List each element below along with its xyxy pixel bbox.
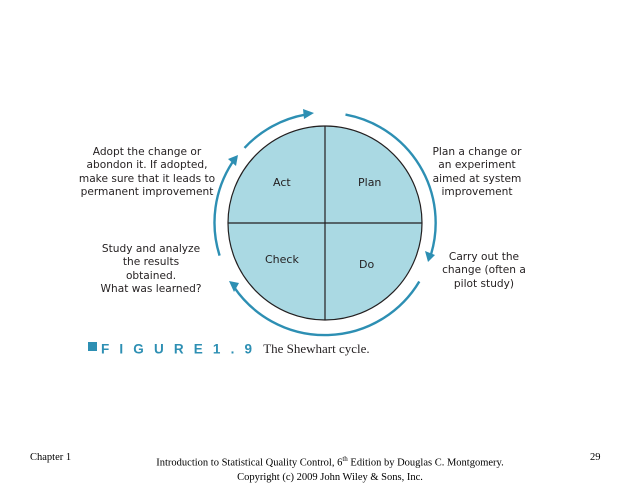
act-description: Adopt the change or abondon it. If adopt… <box>72 146 222 200</box>
quadrant-label-plan: Plan <box>358 176 381 189</box>
cycle-arrow-arc-left <box>213 161 234 256</box>
figure-title: The Shewhart cycle. <box>263 340 370 356</box>
footer-title-part: Edition by Douglas C. Montgomery. <box>347 457 504 469</box>
check-description-line: the results <box>122 256 180 269</box>
arrowhead-icon <box>228 155 238 166</box>
arrowhead-icon <box>425 251 435 262</box>
act-description-line: make sure that it leads to <box>78 172 216 185</box>
footer-title-superscript: th <box>342 455 348 463</box>
check-description: Study and analyze the results obtained. … <box>86 243 216 297</box>
act-description-line: abondon it. If adopted, <box>86 159 208 172</box>
check-description-line: obtained. <box>125 269 177 282</box>
quadrant-label-act: Act <box>273 176 291 189</box>
footer-copyright: Copyright (c) 2009 John Wiley & Sons, In… <box>237 471 423 483</box>
figure-label: F I G U R E 1 . 9 <box>101 341 256 357</box>
plan-description: Plan a change or an experiment aimed at … <box>428 146 526 200</box>
do-description: Carry out the change (often a pilot stud… <box>434 251 534 291</box>
arrowhead-icon <box>229 281 239 292</box>
cycle-arrow-arc-right <box>345 113 437 255</box>
cycle-arrow-arc-bottom <box>233 280 421 337</box>
footer-chapter: Chapter 1 <box>30 452 72 463</box>
check-description-line: What was learned? <box>100 283 202 296</box>
quadrant-label-check: Check <box>265 253 299 266</box>
plan-description-line: an experiment <box>438 159 516 172</box>
cycle-arrow-arc-top <box>243 113 306 149</box>
act-description-line: Adopt the change or <box>92 146 202 158</box>
footer-title-part: Introduction to Statistical Quality Cont… <box>156 457 343 469</box>
arrowhead-icon <box>303 109 314 119</box>
plan-description-line: improvement <box>441 186 513 199</box>
footer-citation: Introduction to Statistical Quality Cont… <box>142 452 518 485</box>
quadrant-label-do: Do <box>359 258 374 271</box>
plan-description-line: aimed at system <box>432 172 522 185</box>
do-description-line: Carry out the <box>448 251 520 263</box>
footer-title: Introduction to Statistical Quality Cont… <box>142 452 518 471</box>
act-description-line: permanent improvement <box>80 186 214 199</box>
caption-square-icon <box>88 342 97 352</box>
do-description-line: pilot study) <box>453 277 515 290</box>
check-description-line: Study and analyze <box>101 243 201 255</box>
do-description-line: change (often a <box>442 264 526 277</box>
figure-caption: F I G U R E 1 . 9 The Shewhart cycle. <box>88 340 370 360</box>
plan-description-line: Plan a change or <box>432 146 522 158</box>
page-number: 29 <box>590 452 601 463</box>
